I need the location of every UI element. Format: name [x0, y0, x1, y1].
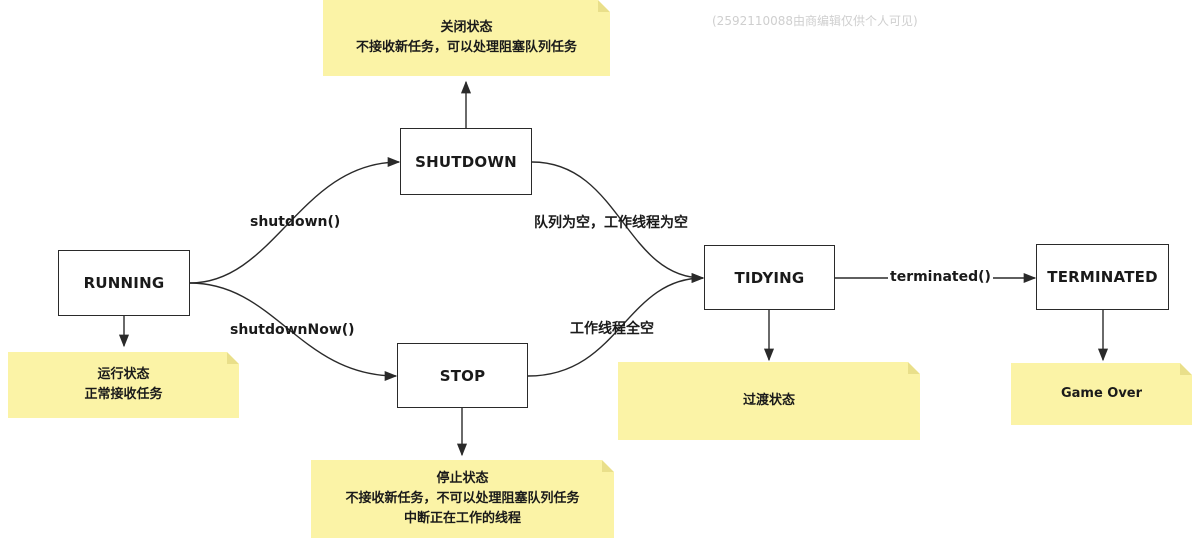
state-tidying-label: TIDYING — [734, 268, 805, 287]
note-shutdown: 关闭状态 不接收新任务，可以处理阻塞队列任务 — [323, 0, 610, 76]
edge-label-queue-and-workers-empty: 队列为空，工作线程为空 — [534, 215, 688, 231]
state-terminated: TERMINATED — [1036, 244, 1169, 310]
note-shutdown-line-2: 不接收新任务，可以处理阻塞队列任务 — [355, 40, 577, 55]
note-terminated: Game Over — [1011, 363, 1192, 425]
arrow-shutdown-to-tidying — [531, 161, 705, 284]
note-terminated-line-1: Game Over — [1060, 386, 1143, 401]
edge-label-workers-all-empty: 工作线程全空 — [570, 321, 654, 337]
note-stop-line-3: 中断正在工作的线程 — [403, 511, 521, 526]
state-stop: STOP — [397, 343, 528, 408]
watermark-text: (2592110088由商编辑仅供个人可见) — [712, 14, 918, 28]
state-shutdown-label: SHUTDOWN — [415, 152, 517, 171]
note-running: 运行状态 正常接收任务 — [8, 352, 239, 418]
note-stop-line-2: 不接收新任务，不可以处理阻塞队列任务 — [345, 491, 580, 506]
state-running-label: RUNNING — [83, 274, 165, 292]
arrow-running-to-stop — [189, 282, 398, 382]
state-tidying: TIDYING — [704, 245, 835, 310]
arrow-stop-to-tidying — [527, 272, 705, 377]
state-shutdown: SHUTDOWN — [400, 128, 532, 195]
edge-label-terminated-call: terminated() — [888, 269, 993, 285]
state-running: RUNNING — [58, 250, 190, 316]
note-running-line-1: 运行状态 — [97, 367, 150, 382]
note-shutdown-line-1: 关闭状态 — [440, 20, 493, 35]
note-tidying-line-1: 过渡状态 — [742, 393, 795, 408]
note-stop-line-1: 停止状态 — [436, 471, 489, 486]
edge-label-shutdown-call: shutdown() — [250, 214, 341, 230]
note-tidying: 过渡状态 — [618, 362, 920, 440]
edge-label-shutdownnow-call: shutdownNow() — [230, 322, 355, 338]
state-stop-label: STOP — [439, 366, 486, 385]
note-running-line-2: 正常接收任务 — [84, 387, 163, 402]
note-stop: 停止状态 不接收新任务，不可以处理阻塞队列任务 中断正在工作的线程 — [311, 460, 614, 538]
state-terminated-label: TERMINATED — [1047, 268, 1158, 286]
arrow-running-to-shutdown — [189, 156, 401, 284]
